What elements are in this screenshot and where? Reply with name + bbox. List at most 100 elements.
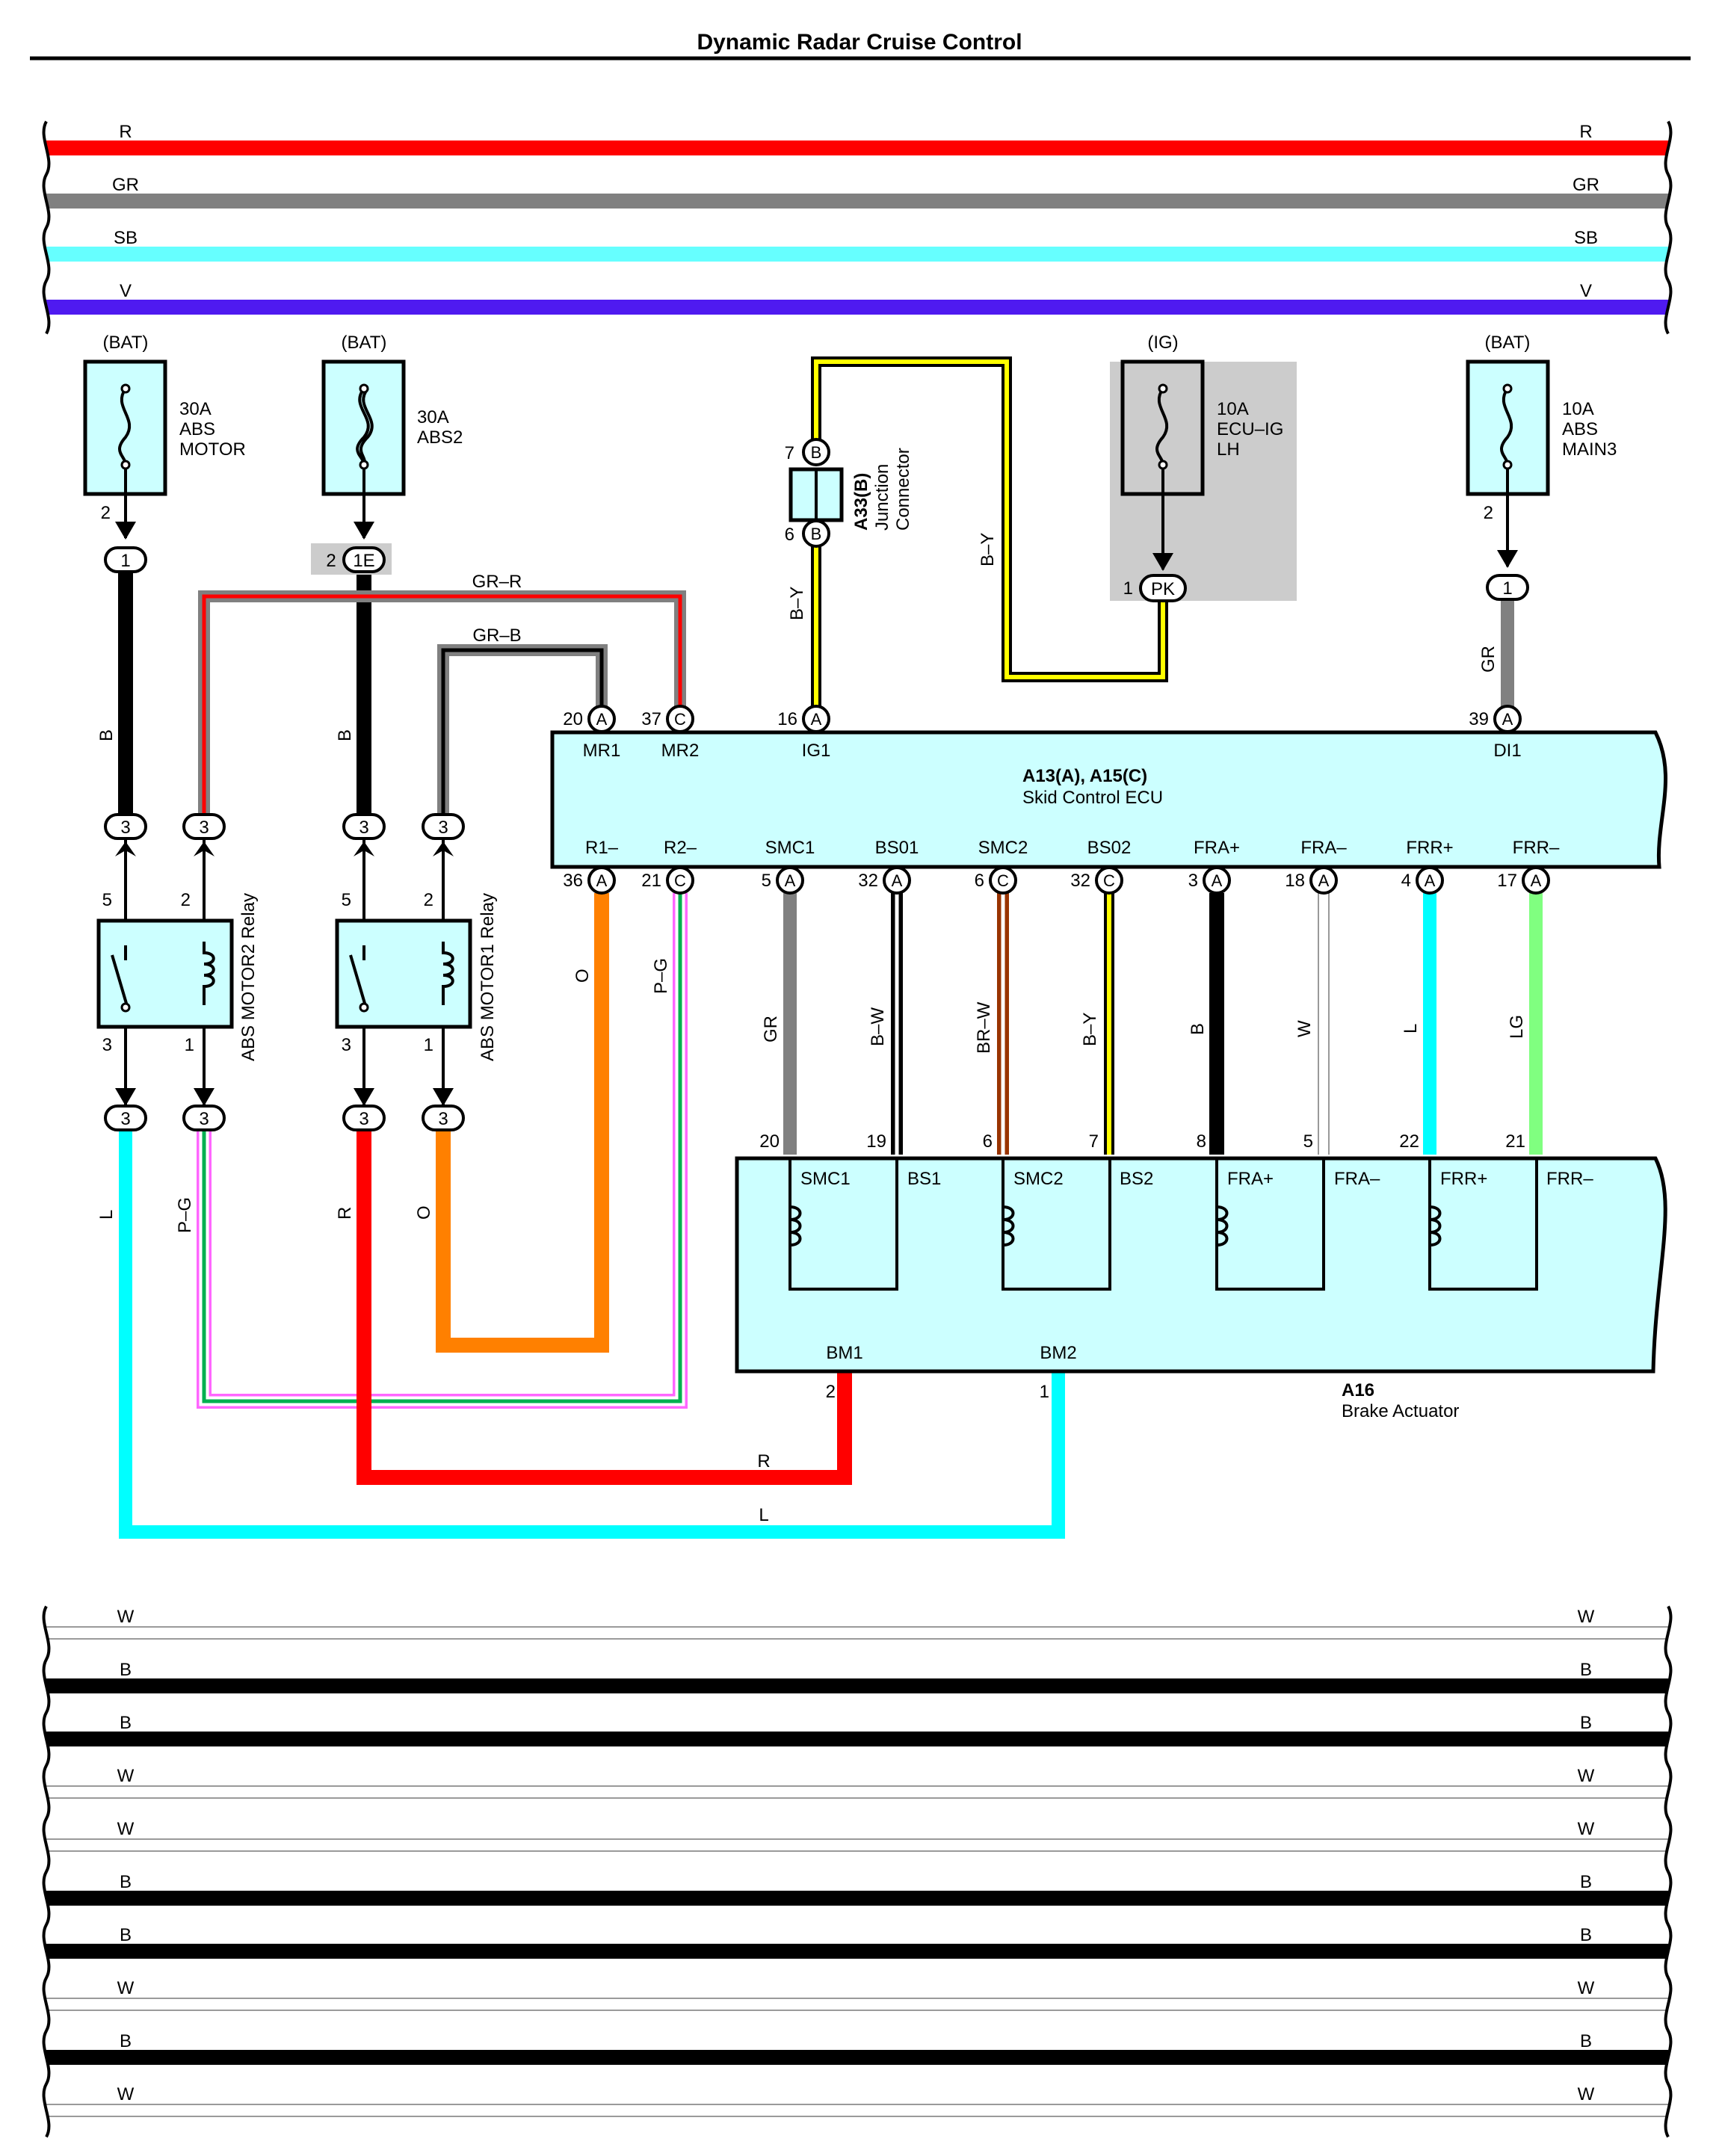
arrow-down-icon (1497, 550, 1518, 568)
ecu-pin-num: 32 (858, 871, 878, 891)
junction-name-1: Junction (872, 464, 892, 531)
fuse-terminal (1158, 383, 1168, 394)
connector-label: PK (1151, 579, 1175, 599)
wire-label: BR–W (974, 1001, 994, 1054)
wire-label: L (1401, 1024, 1421, 1034)
switch-arm (349, 954, 367, 1007)
connector-label: 3 (359, 1109, 368, 1129)
fuse-abs2: (BAT) 30A ABS2 2 1E (311, 333, 463, 575)
bus-code-left: B (120, 1713, 132, 1733)
ecu-pin-num: 17 (1497, 871, 1517, 891)
chevron-up-icon (115, 841, 136, 856)
connector-badge (883, 866, 911, 895)
connector-badge (1203, 866, 1231, 895)
actuator-pin-label: BS1 (907, 1169, 941, 1189)
connector-label: B (811, 525, 822, 543)
connector-letter: A (596, 871, 608, 890)
ecu-pin-num: 4 (1401, 871, 1411, 891)
coil-icon (1002, 1205, 1015, 1247)
connector-badge (342, 546, 386, 573)
relay-pin: 1 (424, 1035, 433, 1055)
junction-id: A33(B) (851, 473, 871, 531)
bus-code-left: W (117, 1978, 135, 1998)
fuse-rating: 10A (1562, 399, 1594, 419)
actuator-pin-num: 19 (866, 1131, 886, 1152)
ecu-pin-num: 39 (1469, 709, 1489, 729)
arrow-down-icon (115, 522, 136, 540)
ecu-pin-label: R1– (585, 838, 619, 858)
fuse-label-1: ABS (179, 419, 215, 439)
wire-o (436, 893, 609, 1353)
wire-label: GR (761, 1016, 781, 1043)
wire-b-y-2-stripe (814, 359, 1165, 679)
wire-gr-b-stripe (441, 648, 604, 815)
fuse-abs-main3: (BAT) 10A ABS MAIN3 2 1 (1466, 333, 1617, 601)
bus-code-right: W (1578, 1607, 1595, 1627)
ecu-id: A13(A), A15(C) (1022, 766, 1147, 786)
switch-arm (111, 954, 129, 1007)
fuse-icon (356, 387, 374, 466)
ecu-pin-num: 20 (563, 709, 583, 729)
ecu-pin-label: R2– (664, 838, 697, 858)
wire-label: W (1294, 1020, 1315, 1037)
fuse-source: (BAT) (103, 333, 149, 353)
switch-contact (359, 1002, 369, 1013)
diagram-title: Dynamic Radar Cruise Control (697, 30, 1022, 55)
wire-label: L (759, 1505, 768, 1525)
connector-badge (104, 1105, 147, 1131)
fuse-pin: 2 (1484, 503, 1493, 523)
connector-letter: C (674, 871, 686, 890)
wire-label: P–G (175, 1197, 195, 1233)
bus-code-left: W (117, 1607, 135, 1627)
ecu-pin-label: SMC2 (978, 838, 1028, 858)
ecu-pin-num: 32 (1070, 871, 1090, 891)
ecu-pin-label: MR1 (583, 741, 621, 761)
coil-icon (1216, 1205, 1229, 1247)
wire-label: L (96, 1210, 117, 1220)
connector-label: 3 (199, 1109, 209, 1129)
relay-name: ABS MOTOR1 Relay (478, 893, 498, 1061)
connector-badge (802, 705, 830, 733)
connector-badge (1095, 866, 1123, 895)
bus-code-right: V (1580, 281, 1592, 301)
ecu-pin-label: FRR+ (1406, 838, 1453, 858)
actuator-pin-label: SMC1 (800, 1169, 851, 1189)
solenoid-frame (1215, 1158, 1325, 1291)
wire-label: LG (1507, 1015, 1527, 1039)
connector-badge (587, 866, 616, 895)
wire-label: B (335, 729, 355, 741)
ecu-pin-num: 6 (975, 871, 984, 891)
actuator-solenoids (788, 1158, 1538, 1291)
connector-letter: A (1425, 871, 1436, 890)
coil-icon (1429, 1205, 1442, 1247)
relay-pin: 2 (181, 890, 191, 910)
ecu-pin-num: 18 (1285, 871, 1305, 891)
relay-pin: 3 (342, 1035, 351, 1055)
wire-r-bm1 (357, 1130, 852, 1485)
relay-pin: 1 (185, 1035, 194, 1055)
ecu-pin-label: BS01 (875, 838, 919, 858)
chevron-up-icon (433, 841, 454, 856)
bus-code-right: W (1578, 1819, 1595, 1839)
connector-badge (1309, 866, 1338, 895)
actuator-pin-label: FRA– (1334, 1169, 1380, 1189)
connector-badge (182, 1105, 226, 1131)
connector-badge (587, 705, 616, 733)
solenoid-frame (788, 1158, 898, 1291)
switch-contact (120, 1002, 131, 1013)
connector-badge (1522, 866, 1550, 895)
connector-letter: A (1531, 871, 1542, 890)
bus-code-right: W (1578, 2084, 1595, 2104)
ecu-pin-label: SMC1 (765, 838, 815, 858)
connector-label: B (811, 443, 822, 462)
fuse-source: (BAT) (1485, 333, 1531, 353)
ecu-pin-label: FRA+ (1194, 838, 1240, 858)
chevron-up-icon (354, 841, 374, 856)
wire-label: B (96, 729, 117, 741)
bus-code-left: B (120, 1925, 132, 1945)
bus-code-right: B (1580, 1872, 1592, 1892)
connector-badge (1486, 574, 1529, 601)
arrow-down-icon (194, 1088, 215, 1106)
